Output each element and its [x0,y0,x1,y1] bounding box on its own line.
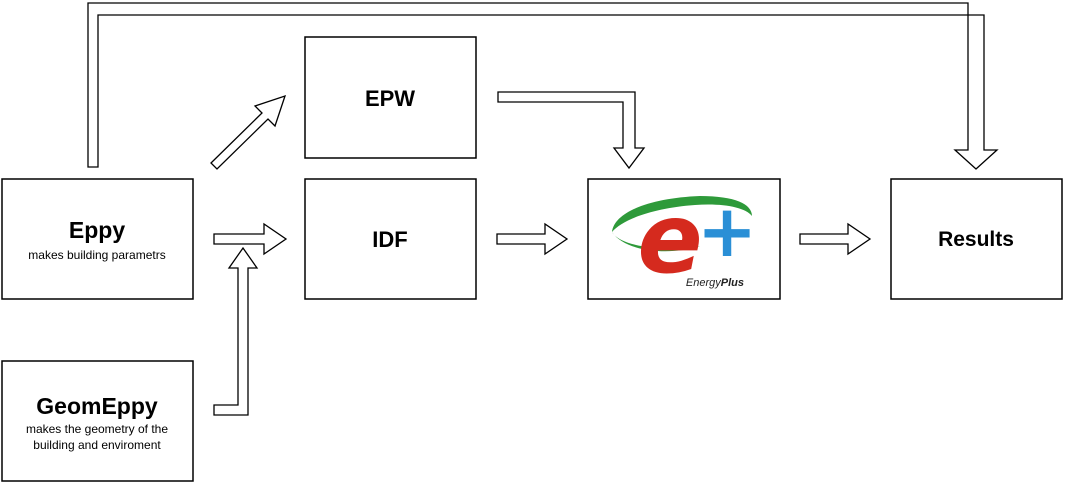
arrow-eppy-to-results [87,2,999,170]
eppy-node: Eppy makes building parametrs [1,178,194,300]
geomeppy-subtitle-line1: makes the geometry of the [26,422,168,436]
arrow-eppy-to-idf [213,222,288,256]
epw-title: EPW [365,86,415,111]
eppy-box [1,178,194,300]
geomeppy-subtitle-line2: building and enviroment [33,438,161,452]
results-title: Results [938,228,1014,251]
idf-title: IDF [372,227,407,252]
results-node: Results [890,178,1063,300]
idf-node: IDF [304,178,477,300]
results-box [890,178,1063,300]
energyplus-node: e + EnergyPlus [587,178,781,300]
geomeppy-title: GeomEppy [36,393,158,419]
arrow-geomeppy-to-idf [213,246,259,416]
energyplus-caption: EnergyPlus [686,277,744,289]
energyplus-caption-bold: Plus [721,277,744,289]
arrow-eppy-to-epw [210,94,287,170]
geomeppy-node: GeomEppy makes the geometry of the build… [1,360,194,482]
epw-node: EPW [304,36,477,159]
geomeppy-box [1,360,194,482]
arrow-epw-to-energyplus [497,91,646,170]
eppy-title: Eppy [69,217,125,243]
energyplus-caption-light: Energy [686,277,722,289]
arrow-energyplus-to-results [799,222,872,256]
energyplus-logo-letter: e [637,183,702,295]
eppy-subtitle: makes building parametrs [28,248,165,262]
energyplus-logo-icon: e + [612,183,757,295]
epw-box [304,36,477,159]
arrow-idf-to-energyplus [496,222,569,256]
idf-box [304,178,477,300]
energyplus-logo-plus: + [697,189,757,273]
